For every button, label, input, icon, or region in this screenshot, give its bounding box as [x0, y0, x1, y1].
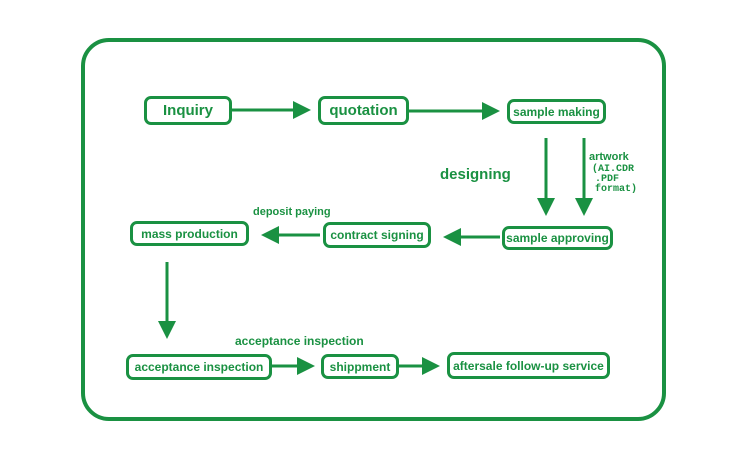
- step-mass-production: mass production: [130, 221, 249, 246]
- label-artwork-format-3: format): [595, 184, 638, 195]
- step-inquiry: Inquiry: [144, 96, 232, 125]
- label-acceptance-inspection-note: acceptance inspection: [235, 334, 364, 348]
- step-acceptance-inspection: acceptance inspection: [126, 354, 272, 380]
- step-contract-signing: contract signing: [323, 222, 431, 248]
- label-artwork-format-2: .PDF: [595, 174, 620, 185]
- label-designing: designing: [440, 166, 511, 183]
- label-deposit-paying: deposit paying: [253, 206, 331, 218]
- step-sample-making: sample making: [507, 99, 606, 124]
- step-shippment: shippment: [321, 354, 399, 379]
- label-artwork: artwork: [589, 151, 629, 163]
- step-sample-approving: sample approving: [502, 226, 613, 250]
- step-aftersale: aftersale follow-up service: [447, 352, 610, 379]
- diagram-frame: [81, 38, 666, 421]
- label-artwork-format-1: (AI.CDR: [592, 164, 635, 175]
- step-quotation: quotation: [318, 96, 409, 125]
